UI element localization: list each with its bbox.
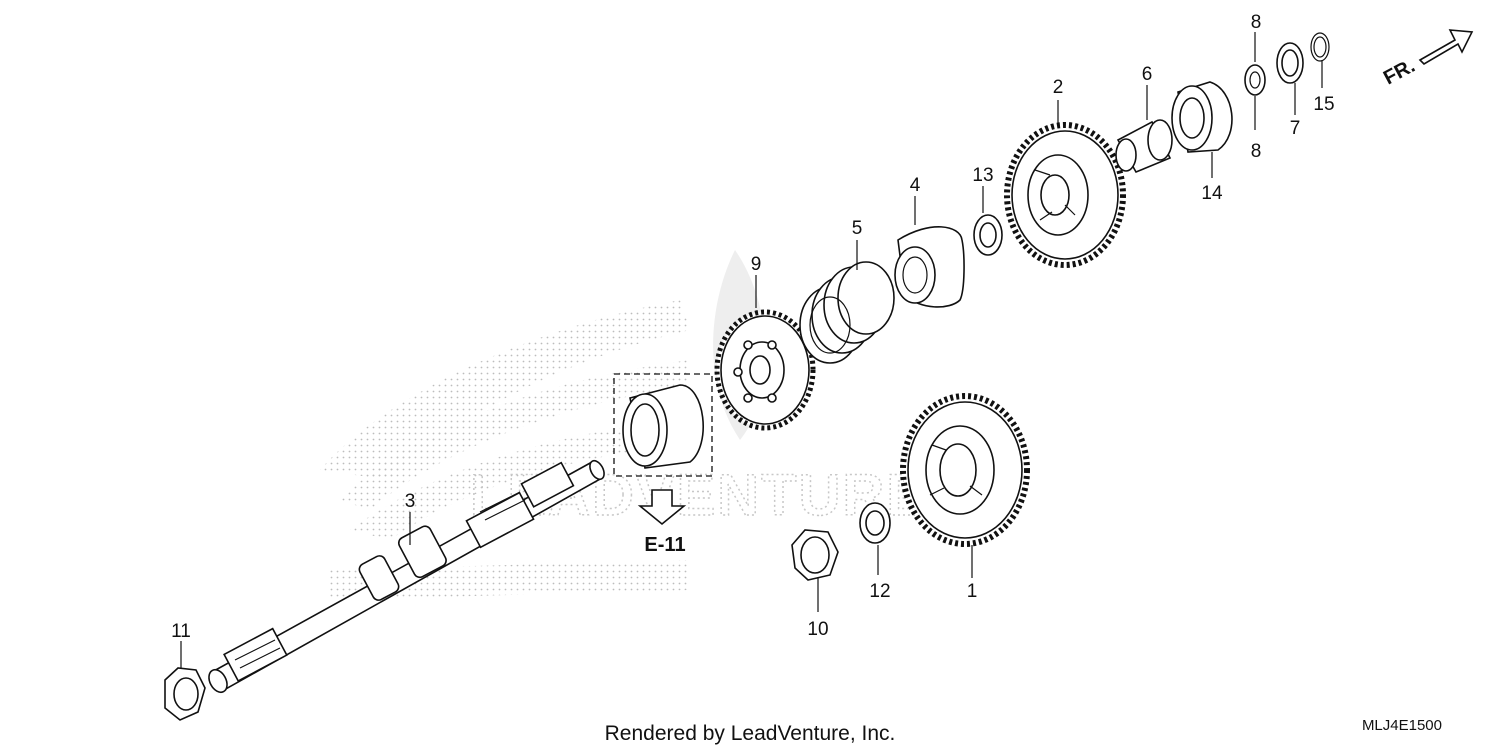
washer-12-part [859,502,891,544]
lock-nut-part [164,667,206,721]
front-label: FR. [1380,55,1419,90]
callout-8-top: 8 [1251,12,1262,33]
bearing-reference-part [613,373,713,526]
callout-12: 12 [869,581,890,602]
callout-2: 2 [1053,77,1064,98]
callout-6: 6 [1142,64,1153,85]
callout-5: 5 [852,218,863,239]
callout-4: 4 [910,175,921,196]
callout-14: 14 [1201,183,1223,204]
callout-10: 10 [807,619,828,640]
callout-9: 9 [751,254,762,275]
washer-13-part [973,214,1003,256]
gear-2-part [1004,122,1126,268]
callout-7: 7 [1290,118,1301,139]
front-arrow-icon [1418,29,1474,66]
callout-13: 13 [972,165,993,186]
cam-part [894,226,965,308]
callout-15: 15 [1313,94,1334,115]
washer-7-part [1276,42,1304,84]
nut-10-part [791,529,839,581]
split-collar-part [1244,64,1266,96]
spring-part [799,261,895,364]
collar-part [1115,119,1173,174]
leader-lines [180,32,1323,668]
diagram-code: MLJ4E1500 [1362,717,1442,734]
gear-9-part [714,309,816,431]
bearing-14-part [1171,81,1233,153]
reference-label: E-11 [644,534,685,556]
footer-credit: Rendered by LeadVenture, Inc. [605,722,896,745]
callout-1: 1 [967,581,978,602]
callout-8-bottom: 8 [1251,141,1262,162]
circlip-part [1310,32,1330,62]
callout-11: 11 [171,621,191,642]
callout-3: 3 [405,491,416,512]
gear-1-part [900,393,1030,547]
mainshaft-part [208,459,605,694]
front-indicator: FR. [1380,29,1474,90]
